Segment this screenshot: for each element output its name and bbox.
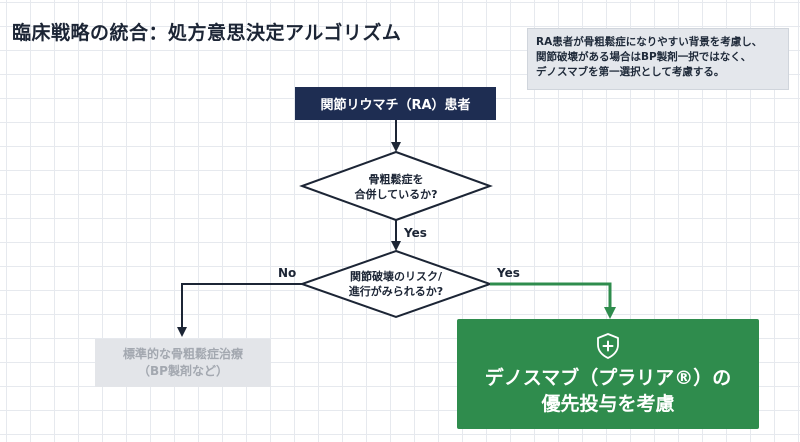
connector-no-to-standard	[177, 283, 302, 337]
decision2-label: 関節破壊のリスク/ 進行がみられるか?	[318, 269, 474, 299]
standard-line1: 標準的な骨粗鬆症治療	[122, 347, 243, 361]
decision2-diamond	[298, 249, 494, 319]
note-line-3: デノスマブを第一選択として考慮する。	[536, 66, 725, 78]
standard-treatment-node: 標準的な骨粗鬆症治療 （BP製剤など）	[95, 339, 271, 387]
recommend-line2: 優先投与を考慮	[541, 393, 675, 415]
recommend-line1: デノスマブ（プラリア®）の	[484, 367, 732, 389]
note-line-2: 関節破壊がある場合はBP製剤一択ではなく、	[536, 51, 752, 63]
shield-plus-icon	[597, 333, 619, 359]
edge-label-yes-1: Yes	[404, 226, 427, 240]
edge-label-yes-2: Yes	[497, 266, 520, 280]
start-node-ra-patient: 関節リウマチ（RA）患者	[295, 87, 496, 120]
connector-yes-to-recommend	[490, 282, 616, 319]
decision1-line2: 合併しているか?	[354, 188, 438, 201]
decision1-label: 骨粗鬆症を 合併しているか?	[320, 172, 472, 202]
standard-line2: （BP製剤など）	[138, 364, 228, 378]
note-line-1: RA患者が骨粗鬆症になりやすい背景を考慮し、	[536, 36, 763, 48]
decision2-line2: 進行がみられるか?	[348, 285, 444, 298]
recommended-treatment-node: デノスマブ（プラリア®）の 優先投与を考慮	[457, 319, 759, 429]
decision1-line1: 骨粗鬆症を	[368, 173, 424, 186]
edge-label-no: No	[278, 266, 297, 280]
page-title: 臨床戦略の統合：処方意思決定アルゴリズム	[12, 22, 402, 44]
decision2-line1: 関節破壊のリスク/	[349, 270, 443, 283]
summary-note: RA患者が骨粗鬆症になりやすい背景を考慮し、 関節破壊がある場合はBP製剤一択で…	[527, 28, 789, 90]
